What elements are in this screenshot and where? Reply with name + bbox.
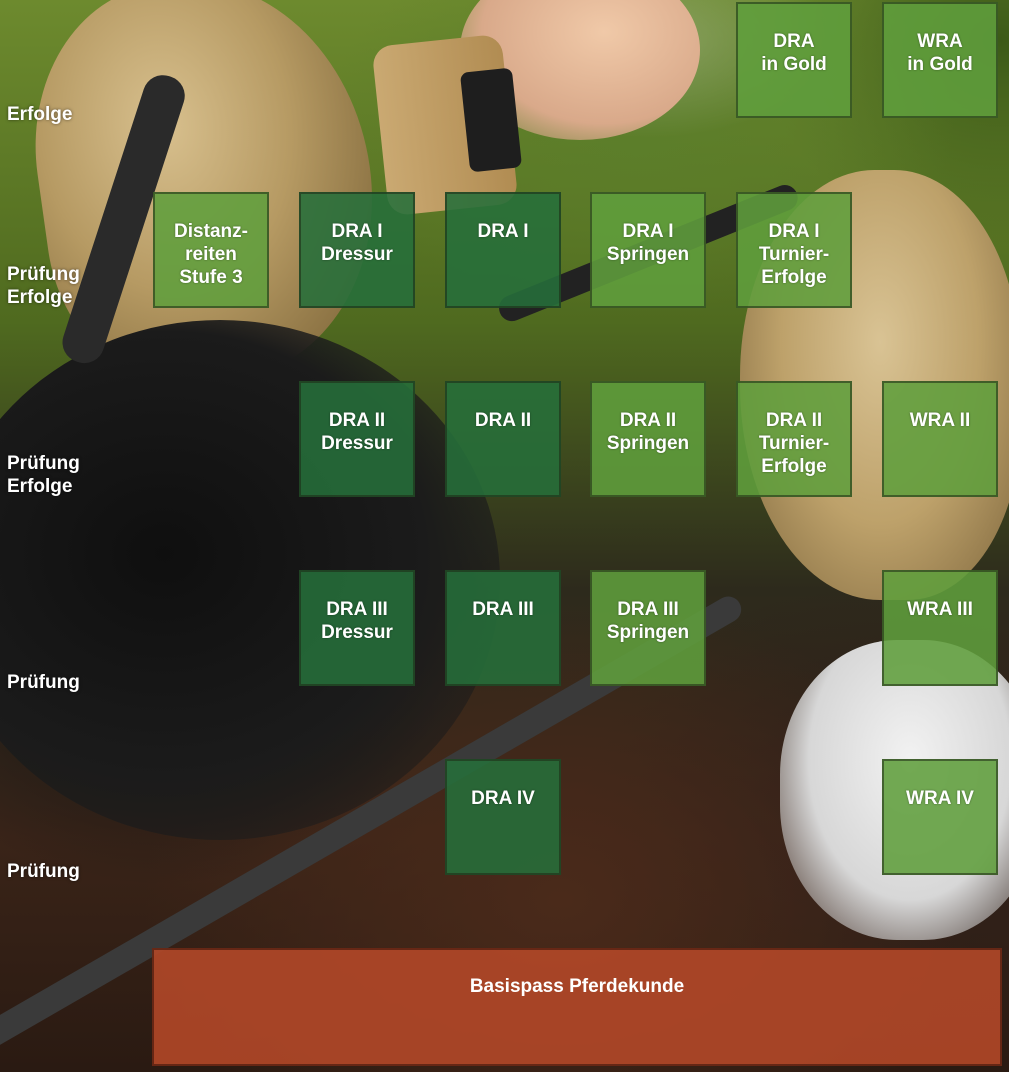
box-wra-ii: WRA II bbox=[882, 381, 998, 497]
box-line: WRA IV bbox=[906, 788, 974, 809]
box-distanzreiten-stufe-3: Distanz- reiten Stufe 3 bbox=[153, 192, 269, 308]
row-label-pruefung: Prüfung bbox=[7, 860, 80, 883]
row-label-pruefung: Prüfung bbox=[7, 671, 80, 694]
box-dra-ii-turnier-erfolge: DRA II Turnier- Erfolge bbox=[736, 381, 852, 497]
background-glove-cuff bbox=[371, 33, 519, 217]
box-dra-iv: DRA IV bbox=[445, 759, 561, 875]
box-line: in Gold bbox=[761, 54, 827, 75]
box-line: Dressur bbox=[321, 433, 393, 454]
box-line: DRA III bbox=[617, 599, 679, 620]
box-line: Dressur bbox=[321, 244, 393, 265]
box-dra-iii-dressur: DRA III Dressur bbox=[299, 570, 415, 686]
box-dra-ii-springen: DRA II Springen bbox=[590, 381, 706, 497]
row-label-pruefung-erfolge: Prüfung Erfolge bbox=[7, 452, 80, 498]
box-wra-in-gold: WRA in Gold bbox=[882, 2, 998, 118]
box-dra-i: DRA I bbox=[445, 192, 561, 308]
background-mane bbox=[0, 320, 500, 840]
box-line: Erfolge bbox=[761, 267, 827, 288]
box-dra-i-springen: DRA I Springen bbox=[590, 192, 706, 308]
box-line: WRA II bbox=[909, 410, 971, 431]
row-label-line: Erfolge bbox=[7, 104, 73, 125]
row-label-pruefung-erfolge: Prüfung Erfolge bbox=[7, 263, 80, 309]
box-dra-ii: DRA II bbox=[445, 381, 561, 497]
box-wra-iv: WRA IV bbox=[882, 759, 998, 875]
box-line: DRA I bbox=[622, 221, 674, 242]
background-arm bbox=[460, 0, 700, 140]
row-label-erfolge: Erfolge bbox=[7, 103, 72, 126]
box-line: Stufe 3 bbox=[179, 267, 243, 288]
box-line: DRA I bbox=[768, 221, 820, 242]
box-line: DRA II bbox=[765, 410, 823, 431]
box-line: reiten bbox=[185, 244, 237, 265]
background-glove-strap bbox=[459, 67, 523, 173]
box-dra-iii-springen: DRA III Springen bbox=[590, 570, 706, 686]
row-label-line: Prüfung bbox=[7, 861, 80, 882]
box-line: DRA II bbox=[328, 410, 386, 431]
box-line: Turnier- bbox=[758, 433, 830, 454]
box-basispass-pferdekunde: Basispass Pferdekunde bbox=[152, 948, 1002, 1066]
box-line: DRA III bbox=[472, 599, 534, 620]
row-label-line: Erfolge bbox=[7, 287, 73, 308]
box-line: Erfolge bbox=[761, 456, 827, 477]
box-line: Dressur bbox=[321, 622, 393, 643]
box-line: WRA bbox=[917, 31, 963, 52]
box-dra-in-gold: DRA in Gold bbox=[736, 2, 852, 118]
box-dra-i-dressur: DRA I Dressur bbox=[299, 192, 415, 308]
box-line: DRA II bbox=[619, 410, 677, 431]
box-wra-iii: WRA III bbox=[882, 570, 998, 686]
row-label-line: Erfolge bbox=[7, 476, 73, 497]
box-line: DRA III bbox=[326, 599, 388, 620]
box-line: DRA IV bbox=[471, 788, 535, 809]
box-line: Springen bbox=[606, 622, 690, 643]
box-line: Distanz- bbox=[174, 221, 248, 242]
row-label-line: Prüfung bbox=[7, 453, 80, 474]
row-label-line: Prüfung bbox=[7, 264, 80, 285]
box-line: Turnier- bbox=[758, 244, 830, 265]
box-line: in Gold bbox=[907, 54, 973, 75]
box-dra-i-turnier-erfolge: DRA I Turnier- Erfolge bbox=[736, 192, 852, 308]
row-label-line: Prüfung bbox=[7, 672, 80, 693]
box-line: DRA II bbox=[474, 410, 532, 431]
box-dra-ii-dressur: DRA II Dressur bbox=[299, 381, 415, 497]
basis-label: Basispass Pferdekunde bbox=[469, 976, 685, 997]
box-line: WRA III bbox=[907, 599, 973, 620]
box-line: DRA bbox=[773, 31, 815, 52]
box-line: Springen bbox=[606, 433, 690, 454]
box-dra-iii: DRA III bbox=[445, 570, 561, 686]
box-line: Springen bbox=[606, 244, 690, 265]
box-line: DRA I bbox=[331, 221, 383, 242]
box-line: DRA I bbox=[477, 221, 529, 242]
